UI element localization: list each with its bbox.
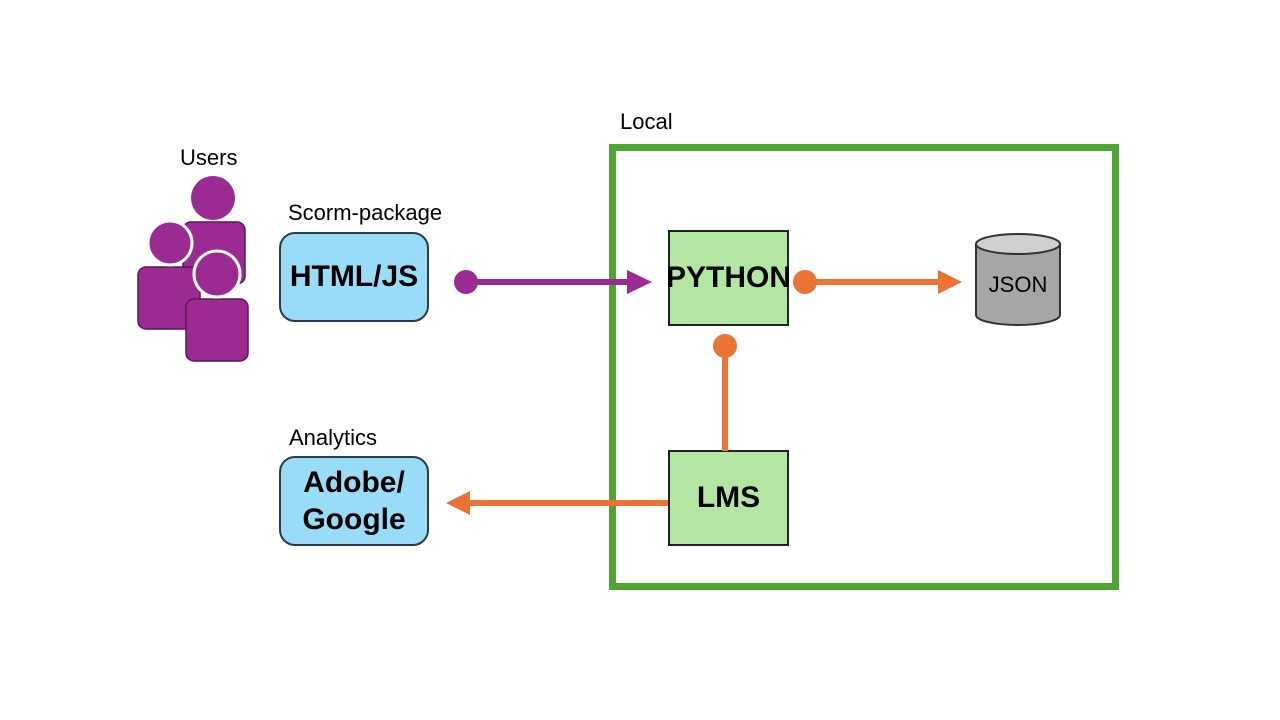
html-js-box: HTML/JS <box>279 232 429 322</box>
analytics-label: Analytics <box>289 425 378 450</box>
adobe-google-box: Adobe/ Google <box>279 456 429 546</box>
users-label: Users <box>180 145 238 170</box>
local-frame <box>609 144 1119 590</box>
google-label: Google <box>302 503 406 536</box>
lms-box: LMS <box>668 450 789 546</box>
python-label: PYTHON <box>666 261 792 294</box>
python-box: PYTHON <box>666 230 792 326</box>
local-label: Local <box>620 109 673 134</box>
scorm-label: Scorm-package <box>288 200 443 225</box>
html-js-label: HTML/JS <box>289 260 419 294</box>
json-label: JSON <box>988 272 1048 297</box>
lms-label: LMS <box>696 481 761 514</box>
adobe-label: Adobe/ <box>303 465 405 499</box>
